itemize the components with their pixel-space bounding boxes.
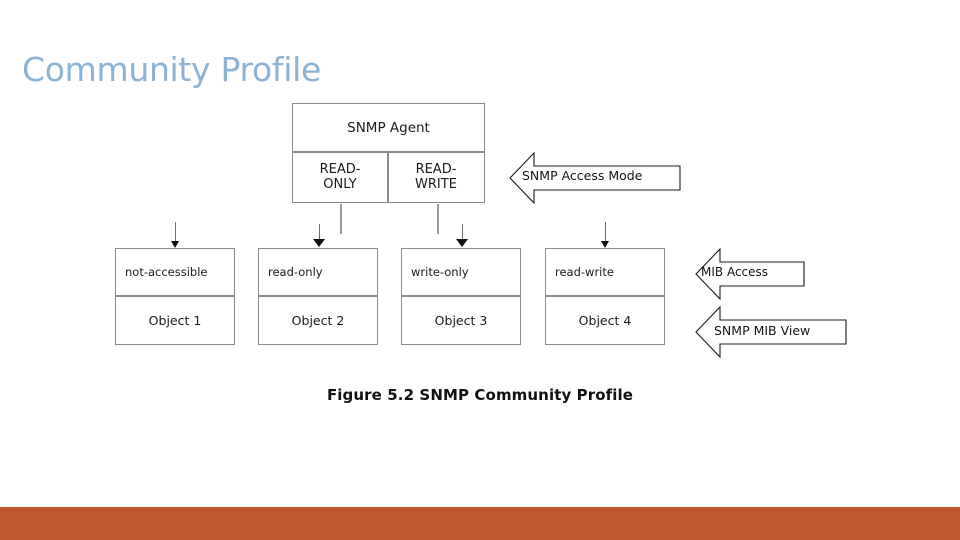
agent-mode-read-write: READ- WRITE [389, 153, 483, 202]
page-title: Community Profile [22, 50, 321, 90]
object-2-divider [259, 295, 377, 297]
object-box-3: write-only Object 3 [401, 248, 521, 345]
snmp-agent-box: SNMP Agent READ- ONLY READ- WRITE [292, 103, 485, 203]
callout-label-snmp-access-mode: SNMP Access Mode [522, 168, 643, 183]
arrow-head-object-2 [313, 239, 325, 247]
object-1-access-mode: not-accessible [125, 265, 208, 279]
arrow-line-object-3 [462, 224, 463, 242]
object-2-name: Object 2 [291, 313, 345, 328]
object-3-name: Object 3 [434, 313, 488, 328]
arrow-head-object-3 [456, 239, 468, 247]
object-box-2: read-only Object 2 [258, 248, 378, 345]
agent-mode-read-only-line1: READ- [319, 161, 361, 177]
agent-mode-read-write-line2: WRITE [415, 176, 457, 192]
object-box-4: read-write Object 4 [545, 248, 665, 345]
connector-stub-read-write [437, 204, 439, 234]
agent-mode-read-only-line2: ONLY [323, 176, 357, 192]
figure-diagram: SNMP Agent READ- ONLY READ- WRITE [115, 103, 847, 404]
arrow-head-object-1 [171, 241, 179, 248]
arrow-line-object-4 [605, 222, 606, 244]
agent-divider-vertical [387, 153, 389, 202]
figure-caption: Figure 5.2 SNMP Community Profile [326, 386, 634, 404]
object-3-divider [402, 295, 520, 297]
object-4-divider [546, 295, 664, 297]
object-4-access-mode: read-write [555, 265, 614, 279]
callout-arrow-snmp-access-mode [509, 152, 681, 204]
object-4-name: Object 4 [578, 313, 632, 328]
callout-arrow-mib-access [695, 248, 805, 300]
arrow-line-object-1 [175, 222, 176, 244]
callout-arrow-snmp-mib-view [695, 306, 847, 358]
callout-label-snmp-mib-view: SNMP MIB View [714, 323, 811, 338]
object-2-access-mode: read-only [268, 265, 323, 279]
connector-stub-read-only [340, 204, 342, 234]
arrow-head-object-4 [601, 241, 609, 248]
snmp-agent-title: SNMP Agent [347, 119, 430, 136]
callout-label-mib-access: MIB Access [701, 265, 769, 279]
bottom-accent-bar [0, 507, 960, 540]
agent-mode-read-only: READ- ONLY [293, 153, 387, 202]
object-1-name: Object 1 [148, 313, 202, 328]
arrow-line-object-2 [319, 224, 320, 242]
object-box-1: not-accessible Object 1 [115, 248, 235, 345]
agent-mode-read-write-line1: READ- [415, 161, 457, 177]
object-3-access-mode: write-only [411, 265, 469, 279]
object-1-divider [116, 295, 234, 297]
agent-divider-horizontal [293, 151, 484, 153]
